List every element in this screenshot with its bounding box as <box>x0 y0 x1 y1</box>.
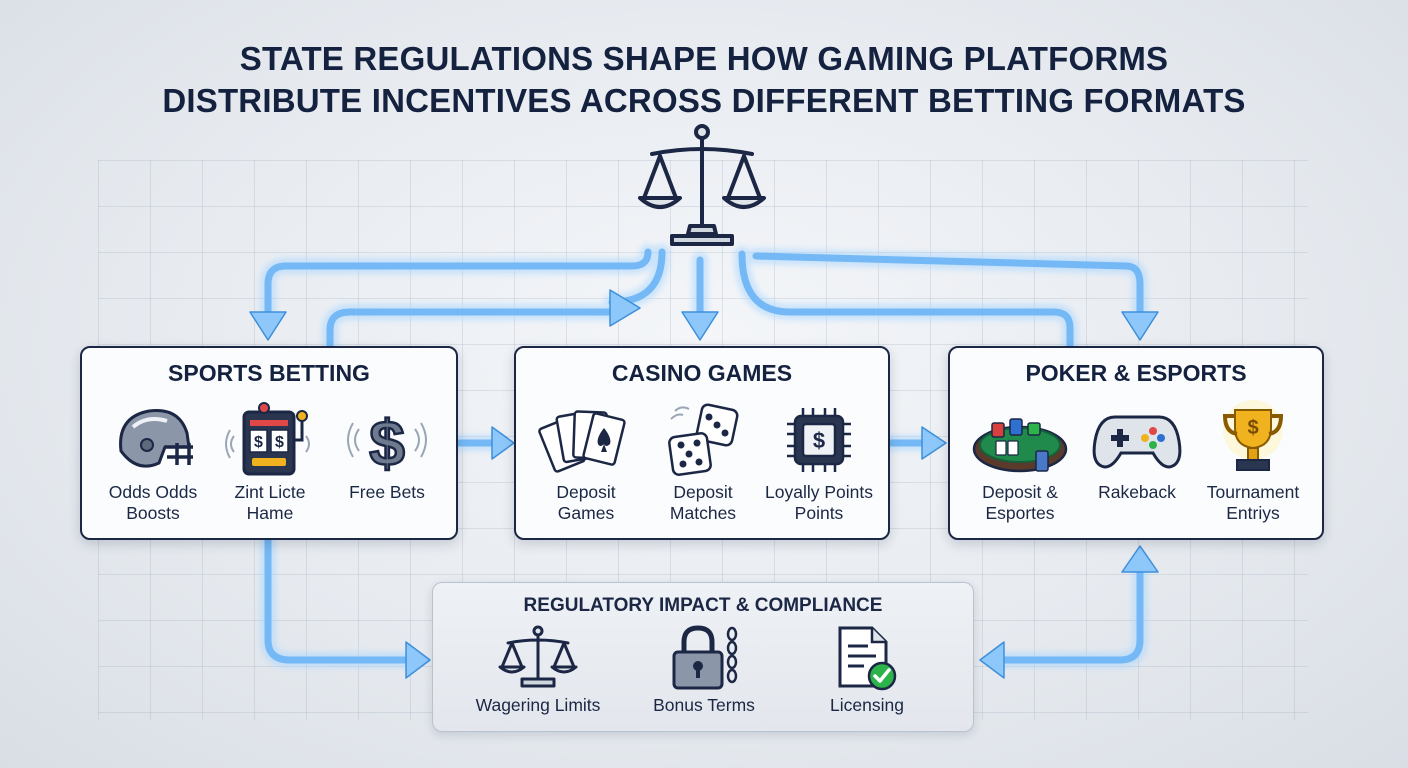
dice-icon <box>668 403 739 476</box>
flow-poker-return <box>738 250 1074 350</box>
hub-scales-icon <box>638 124 766 246</box>
slot-label-1: Zint Licte <box>234 482 306 502</box>
poker-table-icon <box>972 418 1068 473</box>
arrowhead-poker-up <box>1121 545 1159 573</box>
flow-hub-to-poker <box>752 252 1144 320</box>
casino-games-title: CASINO GAMES <box>611 360 793 386</box>
sports-betting-title: SPORTS BETTING <box>168 360 370 386</box>
deposit-games-label-2: Games <box>557 503 615 523</box>
svg-text:$: $ <box>275 434 284 451</box>
flow-arrowheads <box>249 289 1159 679</box>
scales-icon <box>498 625 578 688</box>
rakeback-label-1: Rakeback <box>1098 482 1176 502</box>
flow-sports-to-regulatory <box>264 536 416 664</box>
regulatory-title: REGULATORY IMPACT & COMPLIANCE <box>523 595 883 616</box>
flow-sports-to-hub <box>326 308 616 350</box>
wagering-limits-item: Wagering Limits <box>463 623 613 716</box>
license-document-icon <box>838 626 897 691</box>
free-bets-label-1: Free Bets <box>349 482 425 502</box>
title-line-2: DISTRIBUTE INCENTIVES ACROSS DIFFERENT B… <box>162 82 1246 119</box>
arrowhead-poker <box>1121 311 1159 341</box>
arrowhead-hub-right <box>609 289 641 327</box>
arrowhead-regulatory-right <box>979 641 1005 679</box>
licensing-label: Licensing <box>830 695 904 715</box>
tournament-label-1: Tournament <box>1206 482 1300 502</box>
loyalty-points-label-1: Loyally Points <box>765 482 873 502</box>
arrowhead-casino <box>681 311 719 341</box>
rakeback-item: Rakeback <box>1077 400 1197 503</box>
arrowhead-regulatory-left <box>405 641 431 679</box>
title-line-1: STATE REGULATIONS SHAPE HOW GAMING PLATF… <box>239 40 1169 77</box>
free-bets-item: $ Free Bets <box>327 400 447 503</box>
wagering-limits-label: Wagering Limits <box>475 695 601 715</box>
playing-cards-icon <box>538 410 626 473</box>
dollar-icon: $ <box>347 406 427 477</box>
odds-boosts-label-1: Odds Odds <box>108 482 198 502</box>
padlock-chain-icon <box>672 625 738 690</box>
svg-text:$: $ <box>813 428 825 453</box>
bonus-terms-item: Bonus Terms <box>629 623 779 716</box>
regulatory-panel: REGULATORY IMPACT & COMPLIANCE Wagering … <box>432 582 974 732</box>
svg-text:$: $ <box>254 434 263 451</box>
page-title: STATE REGULATIONS SHAPE HOW GAMING PLATF… <box>0 38 1408 122</box>
svg-text:$: $ <box>1247 417 1258 439</box>
arrowhead-casino-poker <box>921 426 947 460</box>
deposit-matches-label-1: Deposit <box>673 482 733 502</box>
football-helmet-icon <box>119 408 193 468</box>
deposit-esports-label-1: Deposit & <box>982 482 1058 502</box>
poker-esports-card: POKER & ESPORTS Deposit &Esportes <box>948 346 1324 540</box>
arrowhead-sports-casino <box>491 426 515 460</box>
licensing-item: Licensing <box>792 623 942 716</box>
odds-boosts-label-2: Boosts <box>126 503 180 523</box>
gamepad-icon <box>1092 415 1182 469</box>
deposit-esports-item: Deposit &Esportes <box>960 400 1080 524</box>
svg-text:$: $ <box>369 407 405 477</box>
trophy-icon: $ <box>1222 400 1284 471</box>
bonus-terms-label: Bonus Terms <box>653 695 755 715</box>
slot-machine-icon: $ $ <box>225 402 310 476</box>
slot-label-2: Hame <box>246 503 294 523</box>
loyalty-points-label-2: Points <box>794 503 844 523</box>
poker-esports-title: POKER & ESPORTS <box>1025 360 1247 386</box>
deposit-games-label-1: Deposit <box>556 482 616 502</box>
arrowhead-sports <box>249 311 287 341</box>
flow-lines <box>264 248 1144 664</box>
deposit-esports-label-2: Esportes <box>985 503 1055 523</box>
flow-hub-to-sports <box>264 248 652 320</box>
deposit-matches-label-2: Matches <box>669 503 737 523</box>
chip-dollar-icon: $ <box>787 408 851 472</box>
tournament-label-2: Entriys <box>1226 503 1280 523</box>
flow-regulatory-to-poker <box>994 558 1144 664</box>
